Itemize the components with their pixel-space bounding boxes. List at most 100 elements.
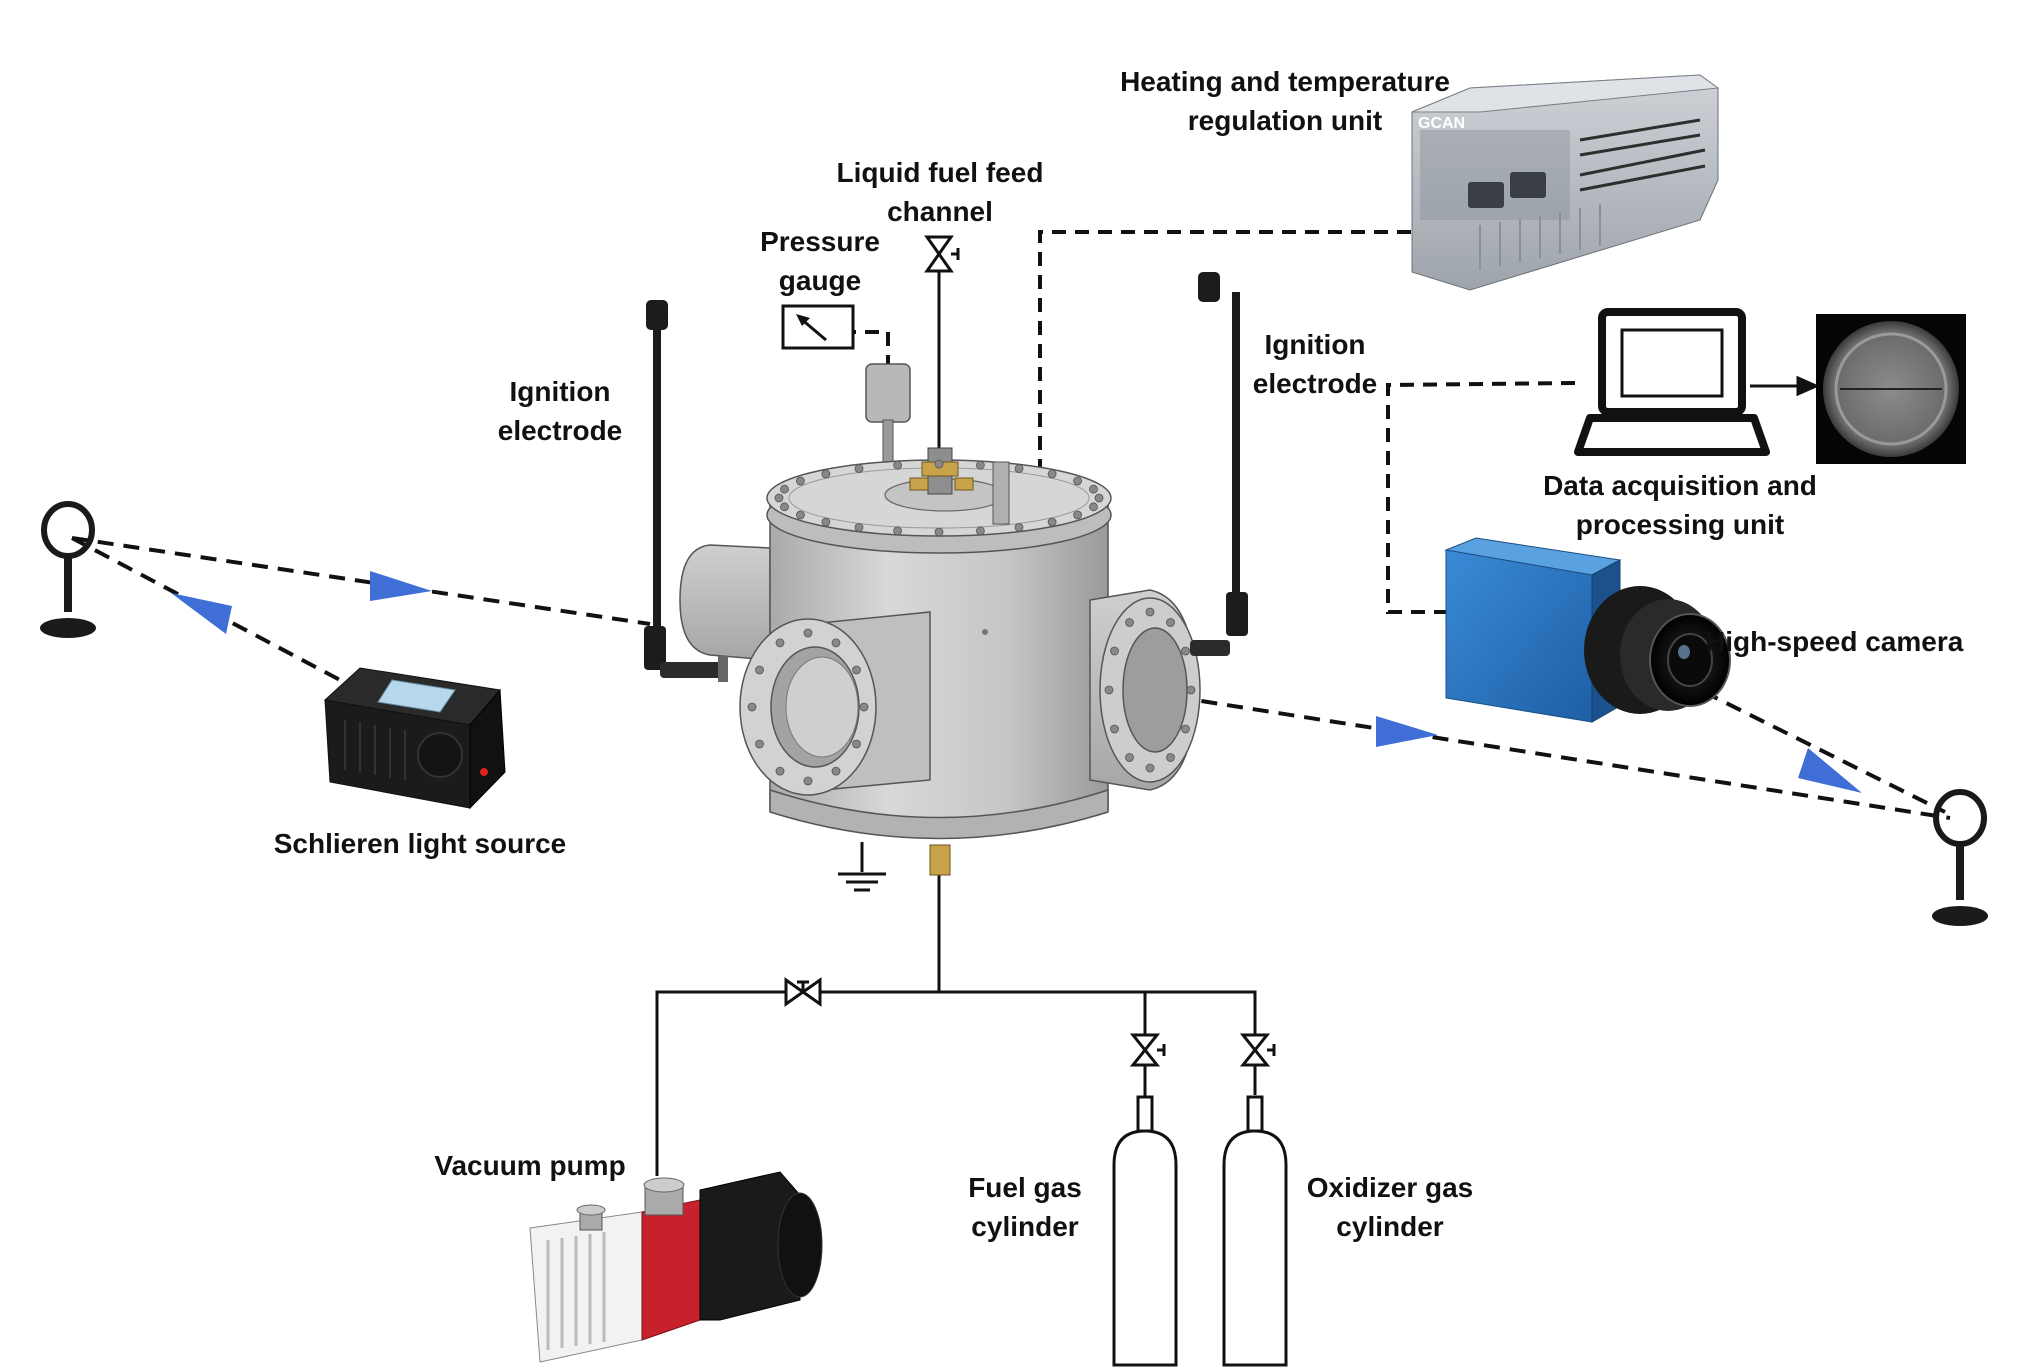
flange-bolt [1073,510,1082,520]
optical-paths [71,536,1951,820]
fuel-gas-cylinder [1112,1095,1178,1367]
label-pressure-gauge: Pressure gauge [720,222,920,300]
laptop-icon [1574,308,1770,456]
flange-bolt [831,766,841,776]
flange-bolt [1094,493,1104,503]
flange-bolt [796,476,805,486]
signal-lines [842,230,1576,614]
label-daq-line2: processing unit [1575,509,1785,540]
valves [784,235,1276,1067]
label-heating-unit: Heating and temperature regulation unit [1075,62,1495,140]
flange-bolt [852,739,861,749]
schlieren-image-thumbnail [1816,314,1966,464]
valve-vacuum-line [784,977,822,1007]
flange-bolt [796,510,805,520]
plc-brand-mark: GCAN [1418,115,1465,132]
label-oxidizer-line2: cylinder [1336,1211,1444,1242]
flange-bolt [976,526,985,536]
label-ignition-electrode-left: Ignition electrode [470,372,650,450]
schlieren-light-source-device [323,667,506,810]
heating-regulation-device: GCAN [1411,74,1720,291]
concave-mirror-left [40,501,96,638]
valve-oxidizer-gas [1239,1033,1276,1067]
flange-bolt [934,527,944,537]
flange-bolt [803,776,813,786]
flange-bolt [821,469,831,479]
label-vacuum-pump: Vacuum pump [410,1146,650,1185]
flange-bolt [854,464,864,474]
flange-bolt [1104,685,1114,695]
daq-camera-signal-line [1386,381,1576,614]
label-fuel-line2: cylinder [971,1211,1079,1242]
ground-symbol [838,842,886,892]
flange-bolt [775,766,785,776]
flange-bolt [1014,523,1024,532]
flange-bolt [1145,607,1155,617]
flange-bolt [1145,763,1155,773]
flange-bolt [1186,685,1196,695]
label-ignition-electrode-right: Ignition electrode [1225,325,1405,403]
flange-bolt [1047,517,1057,527]
label-oxidizer-gas-cylinder: Oxidizer gas cylinder [1290,1168,1490,1246]
flange-bolt [755,665,764,675]
flange-bolt [854,523,864,532]
flange-bolt [775,638,785,648]
flange-bolt [755,739,764,749]
ignition-electrode-right [1190,272,1248,656]
label-schlieren-text: Schlieren light source [273,828,567,859]
label-daq-line1: Data acquisition and [1543,470,1817,501]
flange-bolt [1089,502,1098,512]
label-liquid-line1: Liquid fuel feed [836,157,1044,188]
arrow-toward-mirror-right [1798,748,1862,793]
beam-direction-arrows [171,571,1862,793]
flange-bolt [1181,646,1190,656]
label-liquid-line2: channel [887,196,993,227]
label-fuel-line1: Fuel gas [968,1172,1082,1203]
flange-bolt [934,459,944,469]
concave-mirror-right [1932,789,1988,926]
flange-bolt [1014,464,1024,474]
pressure-gauge [781,304,911,501]
label-ign-right-line2: electrode [1252,368,1378,399]
combustion-chamber [679,447,1201,876]
flange-bolt [976,460,985,470]
flange-bolt [774,493,784,503]
ignition-electrode-left [644,300,728,682]
flange-bolt [1110,646,1119,656]
heating-signal-line [1038,230,1448,473]
label-camera-text: High-speed camera [1705,626,1964,657]
label-high-speed-camera: High-speed camera [1705,622,1995,661]
output-arrow [1750,375,1820,397]
flange-bolt [1166,753,1175,762]
label-schlieren-light-source: Schlieren light source [255,824,585,863]
flange-bolt [859,702,869,712]
label-ign-left-line1: Ignition [509,376,611,407]
flange-bolt [803,628,813,638]
flange-bolt [893,460,902,470]
label-vacuum-text: Vacuum pump [434,1150,626,1181]
flange-bolt [1089,484,1098,494]
flange-bolt [747,702,757,712]
flange-bolt [1166,618,1175,627]
flange-bolt [831,638,841,648]
label-ign-right-line1: Ignition [1264,329,1366,360]
arrow-toward-mirror-left [171,593,232,634]
schlieren-beam-right [1149,691,1951,820]
label-ign-left-line2: electrode [497,415,623,446]
flange-bolt [1125,753,1134,762]
vacuum-pump-device [529,1171,823,1363]
label-fuel-gas-cylinder: Fuel gas cylinder [940,1168,1110,1246]
arrow-right-lower [1376,716,1438,747]
flange-bolt [1047,469,1057,479]
label-pressure-line1: Pressure [760,226,880,257]
label-data-acquisition: Data acquisition and processing unit [1510,466,1850,544]
schlieren-beam-upper [71,536,651,626]
label-liquid-fuel-feed: Liquid fuel feed channel [780,153,1100,231]
oxidizer-gas-cylinder [1222,1095,1288,1367]
flange-bolt [780,502,789,512]
schlieren-beam-to-camera [1679,678,1946,814]
pressure-signal-line [842,330,890,364]
flange-bolt [821,517,831,527]
flange-bolt [852,665,861,675]
